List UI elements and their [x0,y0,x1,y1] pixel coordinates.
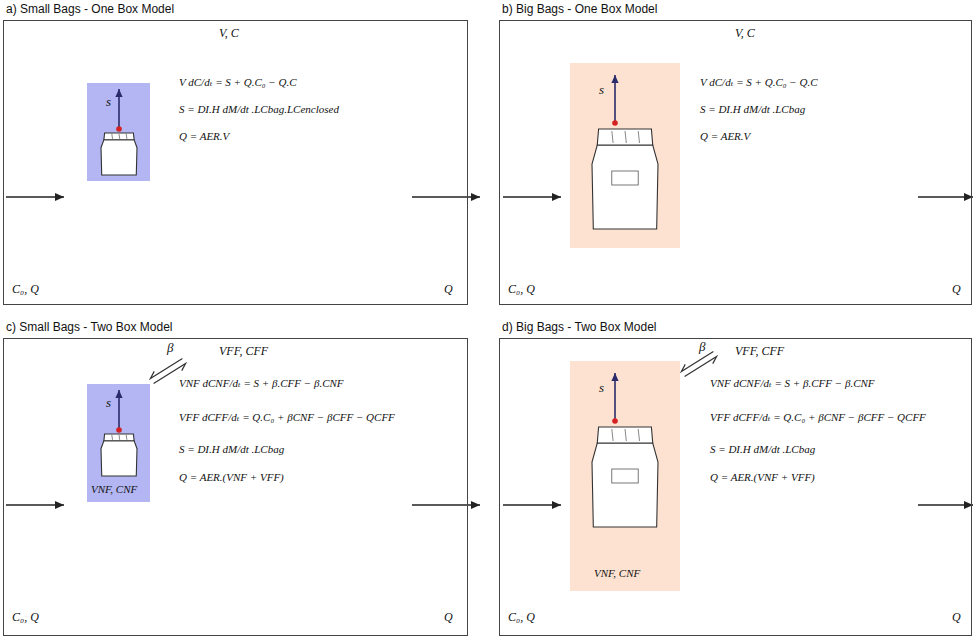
bag-illustration [570,63,680,248]
inflow-label: C₀, Q [12,283,39,297]
emission-point [612,120,618,126]
bag-illustration [87,83,150,181]
equation: VFF dCFF/dₜ = Q.C₀ + βCNF − βCFF − QCFF [710,411,926,424]
equation: VFF dCFF/dₜ = Q.C₀ + βCNF − βCFF − QCFF [179,411,395,424]
equation: V dC/dₜ = S + Q.C₀ − Q.C [179,76,297,89]
equation: V dC/dₜ = S + Q.C₀ − Q.C [700,76,818,89]
arrow-head [552,501,561,509]
outflow-label: Q [444,283,453,297]
outflow-label: Q [444,611,453,625]
bag-crease [638,131,639,143]
equation: S = DI.H dM/dt .LCbag [710,443,815,456]
arrow-head [552,193,561,201]
arrow-head [115,89,122,97]
exchange-rate-label: β [166,341,174,355]
bag-body [592,443,658,527]
bag-crease [625,429,626,441]
near-field-label: VNF, CNF [91,483,137,496]
emission-point [116,126,122,132]
bag-crease [612,429,613,441]
arrow-head [471,193,480,201]
bag-crease [119,134,121,139]
bag-body [592,145,658,229]
equation: VNF dCNF/dₜ = S + β.CFF − β.CNF [179,377,344,390]
bag-crease [111,435,113,440]
near-field-box: s [570,63,680,248]
exchange-rate-label: β [698,340,706,354]
model-panel: a) Small Bags - One Box ModelV, CV dC/dₜ… [3,20,468,305]
panel-title: a) Small Bags - One Box Model [6,3,174,17]
bag-crease [625,131,626,143]
panel-title: b) Big Bags - One Box Model [502,3,657,17]
exchange-half-arrow [681,351,713,371]
outflow-label: Q [952,611,961,625]
panel-title: c) Small Bags - Two Box Model [6,321,173,335]
arrow-head [611,75,618,83]
inflow-label: C₀, Q [12,611,39,625]
equation: S = DI.H dM/dt .LCbag.LCenclosed [179,103,339,116]
bag-crease [612,131,613,143]
arrow-head [115,390,122,398]
inflow-label: C₀, Q [508,283,535,297]
arrow-head [55,193,64,201]
emission-point [116,427,122,433]
bag-crease [119,435,121,440]
near-field-box: sVNF, CNF [87,384,150,502]
equation: VNF dCNF/dₜ = S + β.CFF − β.CNF [710,377,875,390]
emission-point [612,418,618,424]
volume-concentration: VFF, CFF [219,345,268,359]
exchange-half-arrow [150,358,182,378]
bag-tag [612,171,638,185]
bag-crease [638,429,639,441]
volume-concentration: V, C [735,27,755,41]
bag-fold [104,434,134,441]
bag-crease [126,134,128,139]
bag-fold [104,133,134,140]
equation: Q = AER.V [700,130,750,143]
bag-fold [597,129,652,145]
arrow-head [471,501,480,509]
flow-arrow [412,504,480,505]
model-panel: d) Big Bags - Two Box ModelVFF, CFFVNF d… [499,338,972,636]
equation: Q = AER.(VNF + VFF) [710,471,815,484]
model-panel: c) Small Bags - Two Box ModelVFF, CFFVNF… [3,338,468,636]
equation: Q = AER.V [179,130,229,143]
near-field-box: s [87,83,150,181]
arrow-head [55,501,64,509]
near-field-label: VNF, CNF [594,567,640,580]
source-label: s [599,381,604,396]
source-label: s [599,83,604,98]
model-panel: b) Big Bags - One Box ModelV, CV dC/dₜ =… [499,20,972,305]
bag-body [101,140,137,175]
bag-body [101,441,137,476]
near-field-box: sVNF, CNF [570,361,680,591]
bag-crease [111,134,113,139]
bag-illustration [570,361,680,591]
source-label: s [106,396,111,411]
equation: S = DI.H dM/dt .LCbag [700,103,805,116]
bag-tag [612,469,638,483]
outflow-label: Q [952,283,961,297]
source-label: s [106,95,111,110]
bag-crease [126,435,128,440]
equation: S = DI.H dM/dt .LCbag [179,443,284,456]
arrow-head [611,373,618,381]
volume-concentration: VFF, CFF [735,345,784,359]
equation: Q = AER.(VNF + VFF) [179,471,284,484]
inflow-label: C₀, Q [508,611,535,625]
volume-concentration: V, C [219,27,239,41]
flow-arrow [412,196,480,197]
bag-fold [597,427,652,443]
panel-title: d) Big Bags - Two Box Model [502,321,657,335]
